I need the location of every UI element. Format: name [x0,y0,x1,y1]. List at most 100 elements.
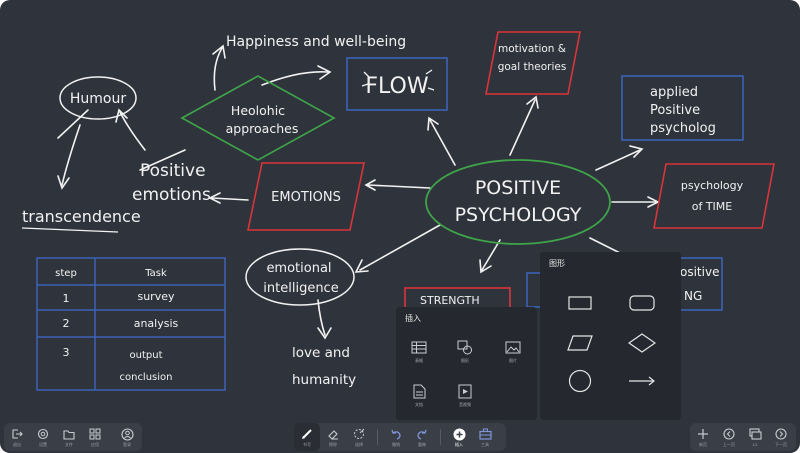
arrow-icon [629,376,655,386]
table-header-step: step [55,268,77,279]
shape-rectangle[interactable] [560,290,600,316]
insert-shapes-button[interactable]: 图形 [450,339,480,375]
insert-panel-title: 插入 [405,314,421,323]
undo-button[interactable]: 撤销 [383,423,409,451]
parallelogram-icon [567,335,593,351]
center-node-line1: POSITIVE [475,177,561,199]
whiteboard-canvas[interactable]: POSITIVE PSYCHOLOGY Happiness and well-b… [0,0,800,420]
toolbar-center-group: 书写 擦除 选择 撤销 重做 插入 [294,423,506,451]
next-page-button[interactable]: 下一页 [768,423,794,451]
emotional-intelligence-line2: intelligence [263,281,338,296]
shapes-panel: 图形 [540,252,681,420]
table-header-task: Task [144,268,167,279]
toolbox-icon [478,427,492,441]
shape-arrow[interactable] [622,368,662,394]
table-row1-task: survey [137,290,175,303]
emotions-label: EMOTIONS [271,190,341,205]
time-line2: of TIME [692,200,733,213]
login-button[interactable]: 登录 [114,423,140,451]
table-row3-task-line1: output [130,350,163,361]
insert-table-button[interactable]: 表格 [404,339,434,375]
table-row3-step: 3 [63,346,70,359]
prev-page-button[interactable]: 上一页 [716,423,742,451]
document-icon [410,383,428,399]
media-icon [456,383,474,399]
time-line1: psychology [681,179,744,192]
positive-emotions-line2: emotions [132,185,211,205]
center-node-line2: PSYCHOLOGY [455,204,582,226]
motivation-line1: motivation & [498,43,566,55]
mindmap-arrows [57,44,660,340]
eraser-button[interactable]: 擦除 [320,423,346,451]
applied-line2: Positive [650,103,700,118]
hedonic-line2: approaches [226,121,299,136]
undo-icon [389,427,403,441]
table-row1-step: 1 [63,292,70,305]
settings-icon [36,427,50,441]
motivation-line2: goal theories [498,61,567,73]
transcendence-label: transcendence [22,207,141,226]
center-node-shape [425,159,611,245]
apps-button[interactable]: 应用 [82,423,108,451]
pen-button[interactable]: 书写 [294,423,320,451]
diamond-icon [628,333,656,353]
toolbar-left-group: 退出 设置 文件 应用 登录 [4,423,142,451]
applied-line1: applied [650,85,698,100]
shape-circle[interactable] [560,368,600,394]
positive-emotions-line1: Positive [140,161,206,181]
rounded-rectangle-icon [629,295,655,311]
shape-rounded-rectangle[interactable] [622,290,662,316]
page-list-button[interactable]: 1/1 [742,423,768,451]
emotional-intelligence-line1: emotional [266,261,331,276]
happiness-label: Happiness and well-being [226,34,406,50]
toolbox-button[interactable]: 工具 [472,423,498,451]
add-page-button[interactable]: 新页 [690,423,716,451]
rectangle-icon [568,296,592,310]
table-row3-task-line2: conclusion [119,372,172,383]
table-row2-task: analysis [134,317,179,330]
image-icon [504,339,522,355]
shape-parallelogram[interactable] [560,330,600,356]
table-icon [410,339,428,355]
toolbar-right-group: 新页 上一页 1/1 下一页 [690,423,796,451]
circle-icon [568,369,592,393]
redo-icon [415,427,429,441]
prev-page-icon [722,427,736,441]
love-line1: love and [292,345,350,361]
exit-button[interactable]: 退出 [4,423,30,451]
hedonic-line1: Heolohic [231,103,285,118]
insert-icon [452,427,466,441]
shapes-icon [456,339,474,355]
flow-label: FLOW [365,74,428,99]
bottom-toolbar: 退出 设置 文件 应用 登录 书写 [0,420,800,453]
right-partial-line1: ositive [680,265,719,279]
file-button[interactable]: 文件 [56,423,82,451]
pages-icon [748,427,762,441]
user-icon [120,427,134,441]
eraser-icon [326,427,340,441]
insert-button[interactable]: 插入 [446,423,472,451]
exit-icon [10,427,24,441]
insert-media-button[interactable]: 音视频 [450,383,480,419]
folder-icon [62,427,76,441]
love-line2: humanity [292,372,356,388]
insert-document-button[interactable]: 文档 [404,383,434,419]
applied-line3: psycholog [650,121,716,136]
insert-panel: 插入 表格 图形 图片 文档 [396,307,537,420]
redo-button[interactable]: 重做 [409,423,435,451]
shape-diamond[interactable] [622,330,662,356]
right-partial-line2: NG [684,289,702,303]
settings-button[interactable]: 设置 [30,423,56,451]
select-button[interactable]: 选择 [346,423,372,451]
task-table-grid [36,257,226,391]
select-icon [352,427,366,441]
table-row2-step: 2 [63,317,70,330]
flow-sparkles [361,69,435,91]
next-page-icon [774,427,788,441]
pen-icon [300,427,314,441]
insert-image-button[interactable]: 图片 [498,339,528,375]
shapes-panel-title: 图形 [549,259,565,268]
apps-icon [88,427,102,441]
toolbar-divider [377,429,378,445]
